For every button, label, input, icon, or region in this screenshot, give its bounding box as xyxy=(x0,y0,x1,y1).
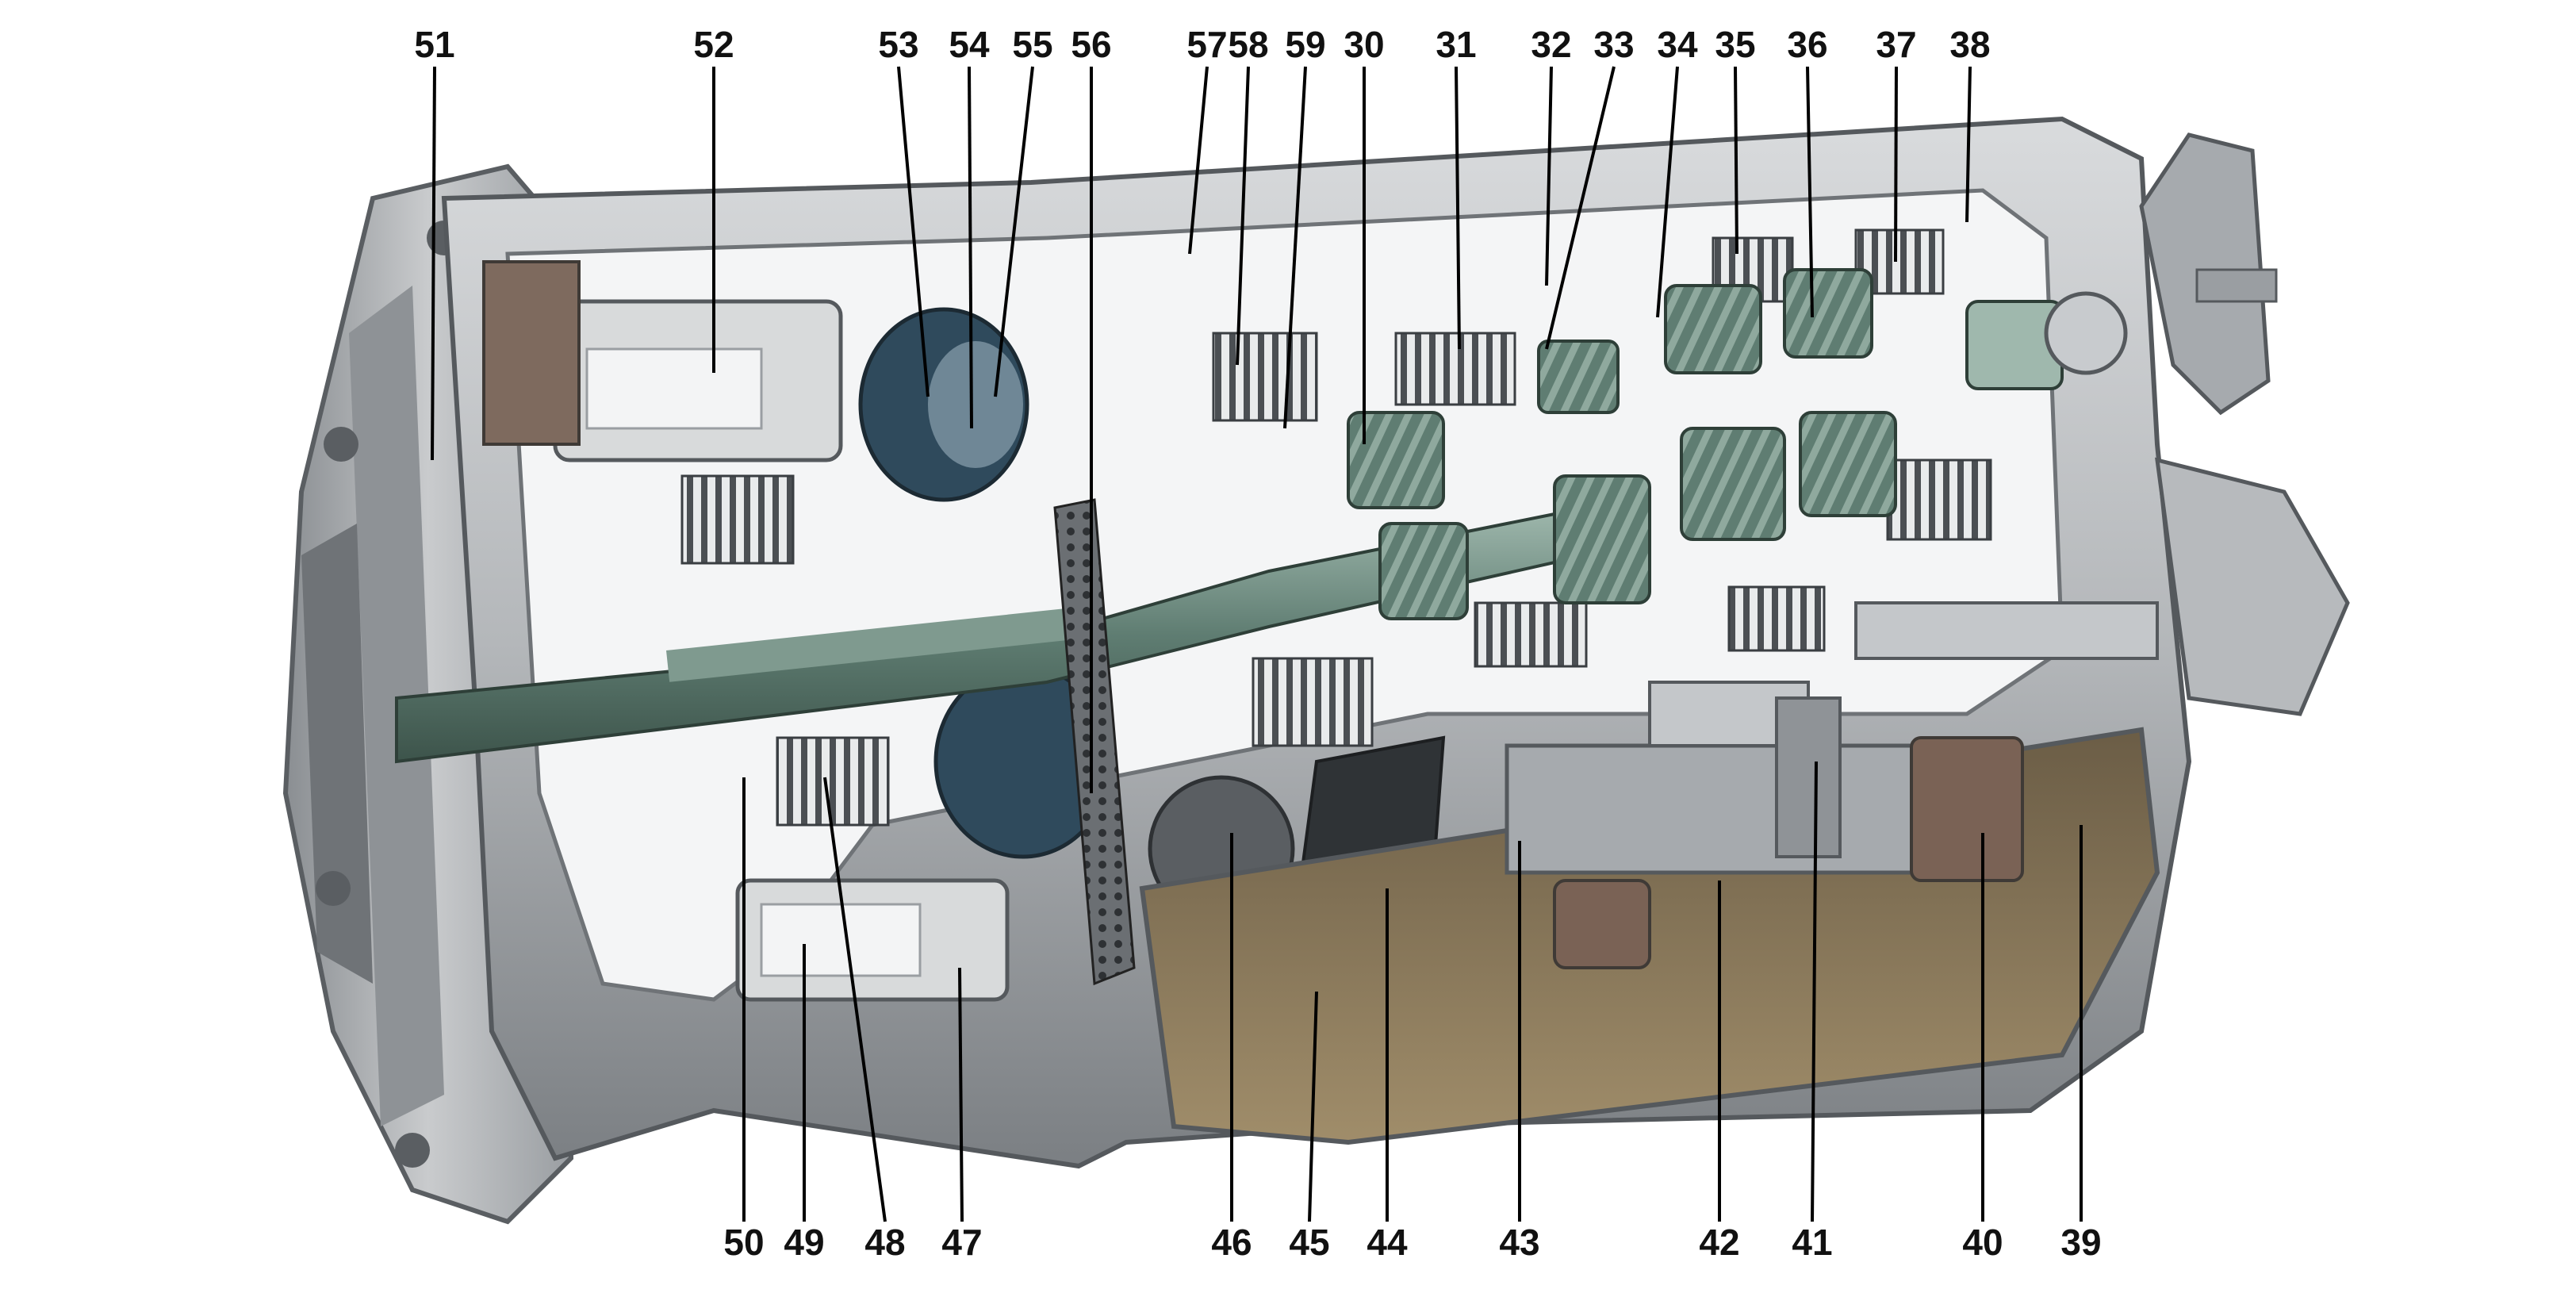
callout-label-43: 43 xyxy=(1499,1222,1539,1263)
callout-label-48: 48 xyxy=(864,1222,905,1263)
leader-line-59 xyxy=(1283,66,1307,429)
callout-label-31: 31 xyxy=(1436,24,1476,65)
callout-label-42: 42 xyxy=(1699,1222,1739,1263)
leader-line-58 xyxy=(1236,66,1250,366)
lower-motor-assembly xyxy=(735,878,1010,1002)
callout-label-56: 56 xyxy=(1071,24,1111,65)
callout-label-41: 41 xyxy=(1792,1222,1832,1263)
callout-label-35: 35 xyxy=(1715,24,1755,65)
leader-line-57 xyxy=(1188,66,1209,255)
callout-label-34: 34 xyxy=(1657,24,1698,65)
callout-label-33: 33 xyxy=(1593,24,1634,65)
leader-line-51 xyxy=(431,66,436,461)
leader-line-54 xyxy=(968,66,973,429)
callout-label-55: 55 xyxy=(1012,24,1052,65)
drive-chain xyxy=(1053,498,1136,986)
callout-label-51: 51 xyxy=(414,24,454,65)
leader-line-32 xyxy=(1545,66,1553,286)
callout-label-44: 44 xyxy=(1367,1222,1408,1263)
electric-motor-assembly xyxy=(482,260,843,462)
callout-label-59: 59 xyxy=(1285,24,1325,65)
leader-line-36 xyxy=(1806,66,1814,318)
leader-line-31 xyxy=(1455,66,1461,350)
callout-label-54: 54 xyxy=(949,24,990,65)
leader-line-34 xyxy=(1656,66,1679,318)
callout-label-53: 53 xyxy=(878,24,918,65)
callout-label-30: 30 xyxy=(1344,24,1384,65)
callout-label-36: 36 xyxy=(1787,24,1827,65)
valve-body xyxy=(1505,601,2159,969)
callout-label-39: 39 xyxy=(2060,1222,2101,1263)
clutch-packs xyxy=(680,228,1992,827)
callout-label-37: 37 xyxy=(1876,24,1916,65)
leader-line-48 xyxy=(823,777,887,1222)
callout-label-50: 50 xyxy=(723,1222,764,1263)
callout-label-49: 49 xyxy=(784,1222,824,1263)
oil-pump xyxy=(858,307,1113,859)
callout-label-45: 45 xyxy=(1289,1222,1329,1263)
leader-line-53 xyxy=(897,66,930,397)
planetary-gear-sets xyxy=(1347,268,2128,620)
callout-label-40: 40 xyxy=(1962,1222,2003,1263)
callout-label-47: 47 xyxy=(941,1222,982,1263)
callout-label-32: 32 xyxy=(1531,24,1571,65)
leader-line-33 xyxy=(1545,66,1616,350)
leader-line-47 xyxy=(958,967,964,1222)
leader-line-45 xyxy=(1308,991,1318,1222)
leader-line-38 xyxy=(1965,66,1972,223)
leader-line-55 xyxy=(994,66,1034,397)
callout-label-38: 38 xyxy=(1949,24,1990,65)
callout-label-58: 58 xyxy=(1228,24,1268,65)
transmission-illustration xyxy=(282,116,2350,1225)
callout-label-57: 57 xyxy=(1186,24,1227,65)
leader-line-41 xyxy=(1811,761,1818,1222)
callout-label-46: 46 xyxy=(1211,1222,1252,1263)
leader-line-35 xyxy=(1734,66,1738,255)
output-flange xyxy=(2139,132,2350,716)
callout-label-52: 52 xyxy=(693,24,734,65)
